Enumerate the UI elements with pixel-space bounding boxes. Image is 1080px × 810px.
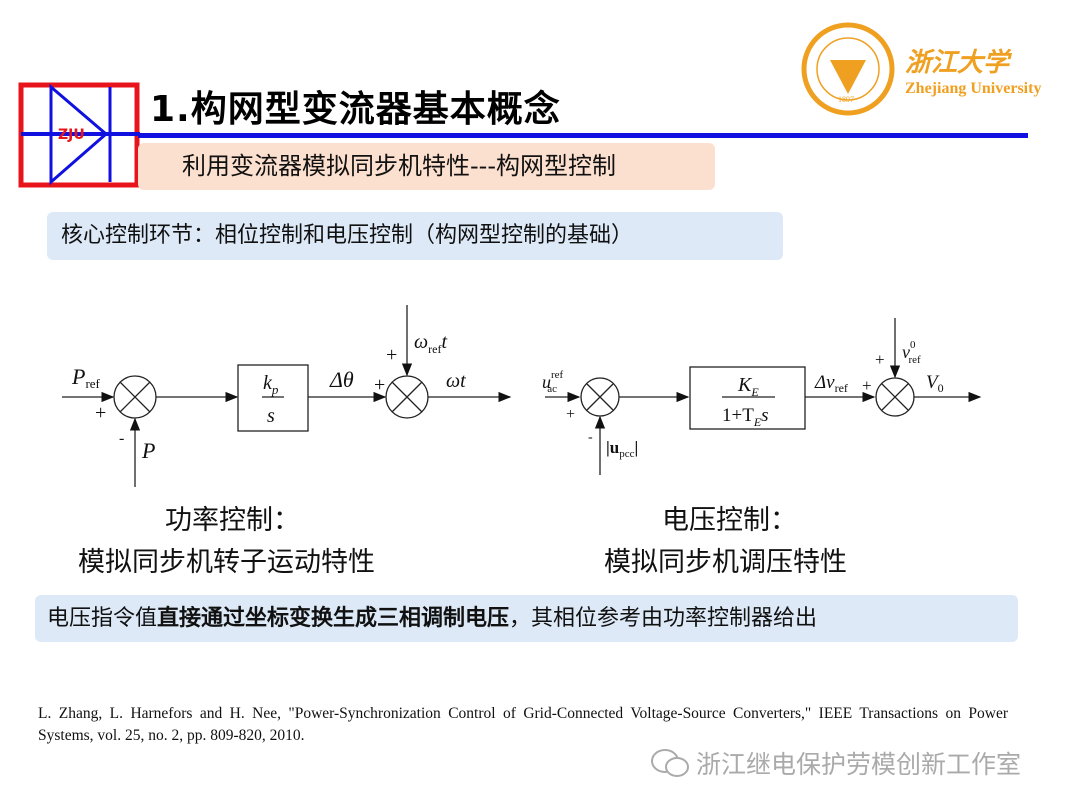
power-control-desc: 模拟同步机转子运动特性 [78, 547, 375, 578]
summary-text: 电压指令值 [47, 606, 158, 631]
zju-logo: ZJU [18, 82, 140, 188]
svg-text:-: - [119, 430, 124, 447]
power-control-title: 功率控制： [165, 505, 300, 536]
summary-emphasis: 直接通过坐标变换生成三相调制电压 [157, 606, 510, 631]
summary-text: ，其相位参考由功率控制器给出 [509, 606, 818, 631]
voltage-control-desc: 模拟同步机调压特性 [604, 547, 847, 578]
core-control-box: 核心控制环节：相位控制和电压控制（构网型控制的基础） [47, 212, 783, 260]
svg-text:Pref: Pref [71, 364, 101, 391]
svg-text:KE: KE [737, 374, 759, 399]
svg-text:kp: kp [263, 372, 279, 397]
svg-text:1897: 1897 [838, 95, 854, 104]
svg-text:-: - [588, 430, 593, 445]
svg-text:+: + [862, 376, 872, 395]
svg-text:|upcc|: |upcc| [606, 438, 638, 460]
voltage-control-title: 电压控制： [662, 505, 797, 536]
summary-box: 电压指令值直接通过坐标变换生成三相调制电压，其相位参考由功率控制器给出 [35, 595, 1018, 642]
svg-text:1+TEs: 1+TEs [722, 405, 769, 429]
svg-text:+: + [374, 374, 385, 396]
svg-text:Δθ: Δθ [329, 367, 354, 392]
watermark-text: 浙江继电保护劳模创新工作室 [696, 750, 1022, 779]
svg-text:Δvref: Δvref [814, 372, 848, 395]
svg-text:+: + [95, 402, 106, 424]
svg-text:ωreft: ωreft [414, 331, 447, 356]
reference-citation: L. Zhang, L. Harnefors and H. Nee, "Powe… [38, 705, 1008, 744]
zju-seal: 1897 [801, 22, 895, 116]
svg-text:ZJU: ZJU [58, 127, 85, 143]
svg-text:P: P [141, 438, 155, 463]
watermark: 浙江继电保护劳模创新工作室 [650, 745, 1021, 781]
integrator-block [237, 364, 309, 432]
svg-text:+: + [566, 406, 575, 423]
lowpass-block [689, 366, 806, 430]
title-divider [138, 133, 1028, 138]
svg-text:+: + [875, 350, 885, 369]
svg-text:s: s [267, 405, 275, 427]
svg-text:ωt: ωt [446, 370, 466, 392]
university-name-en: Zhejiang University [905, 80, 1042, 97]
wechat-icon [651, 749, 689, 777]
svg-text:+: + [386, 344, 397, 366]
svg-text:V0: V0 [926, 372, 944, 395]
page-title: 1.构网型变流器基本概念 [150, 89, 561, 130]
university-name-cn: 浙江大学 [905, 48, 1010, 78]
subtitle-box: 利用变流器模拟同步机特性---构网型控制 [138, 143, 715, 190]
